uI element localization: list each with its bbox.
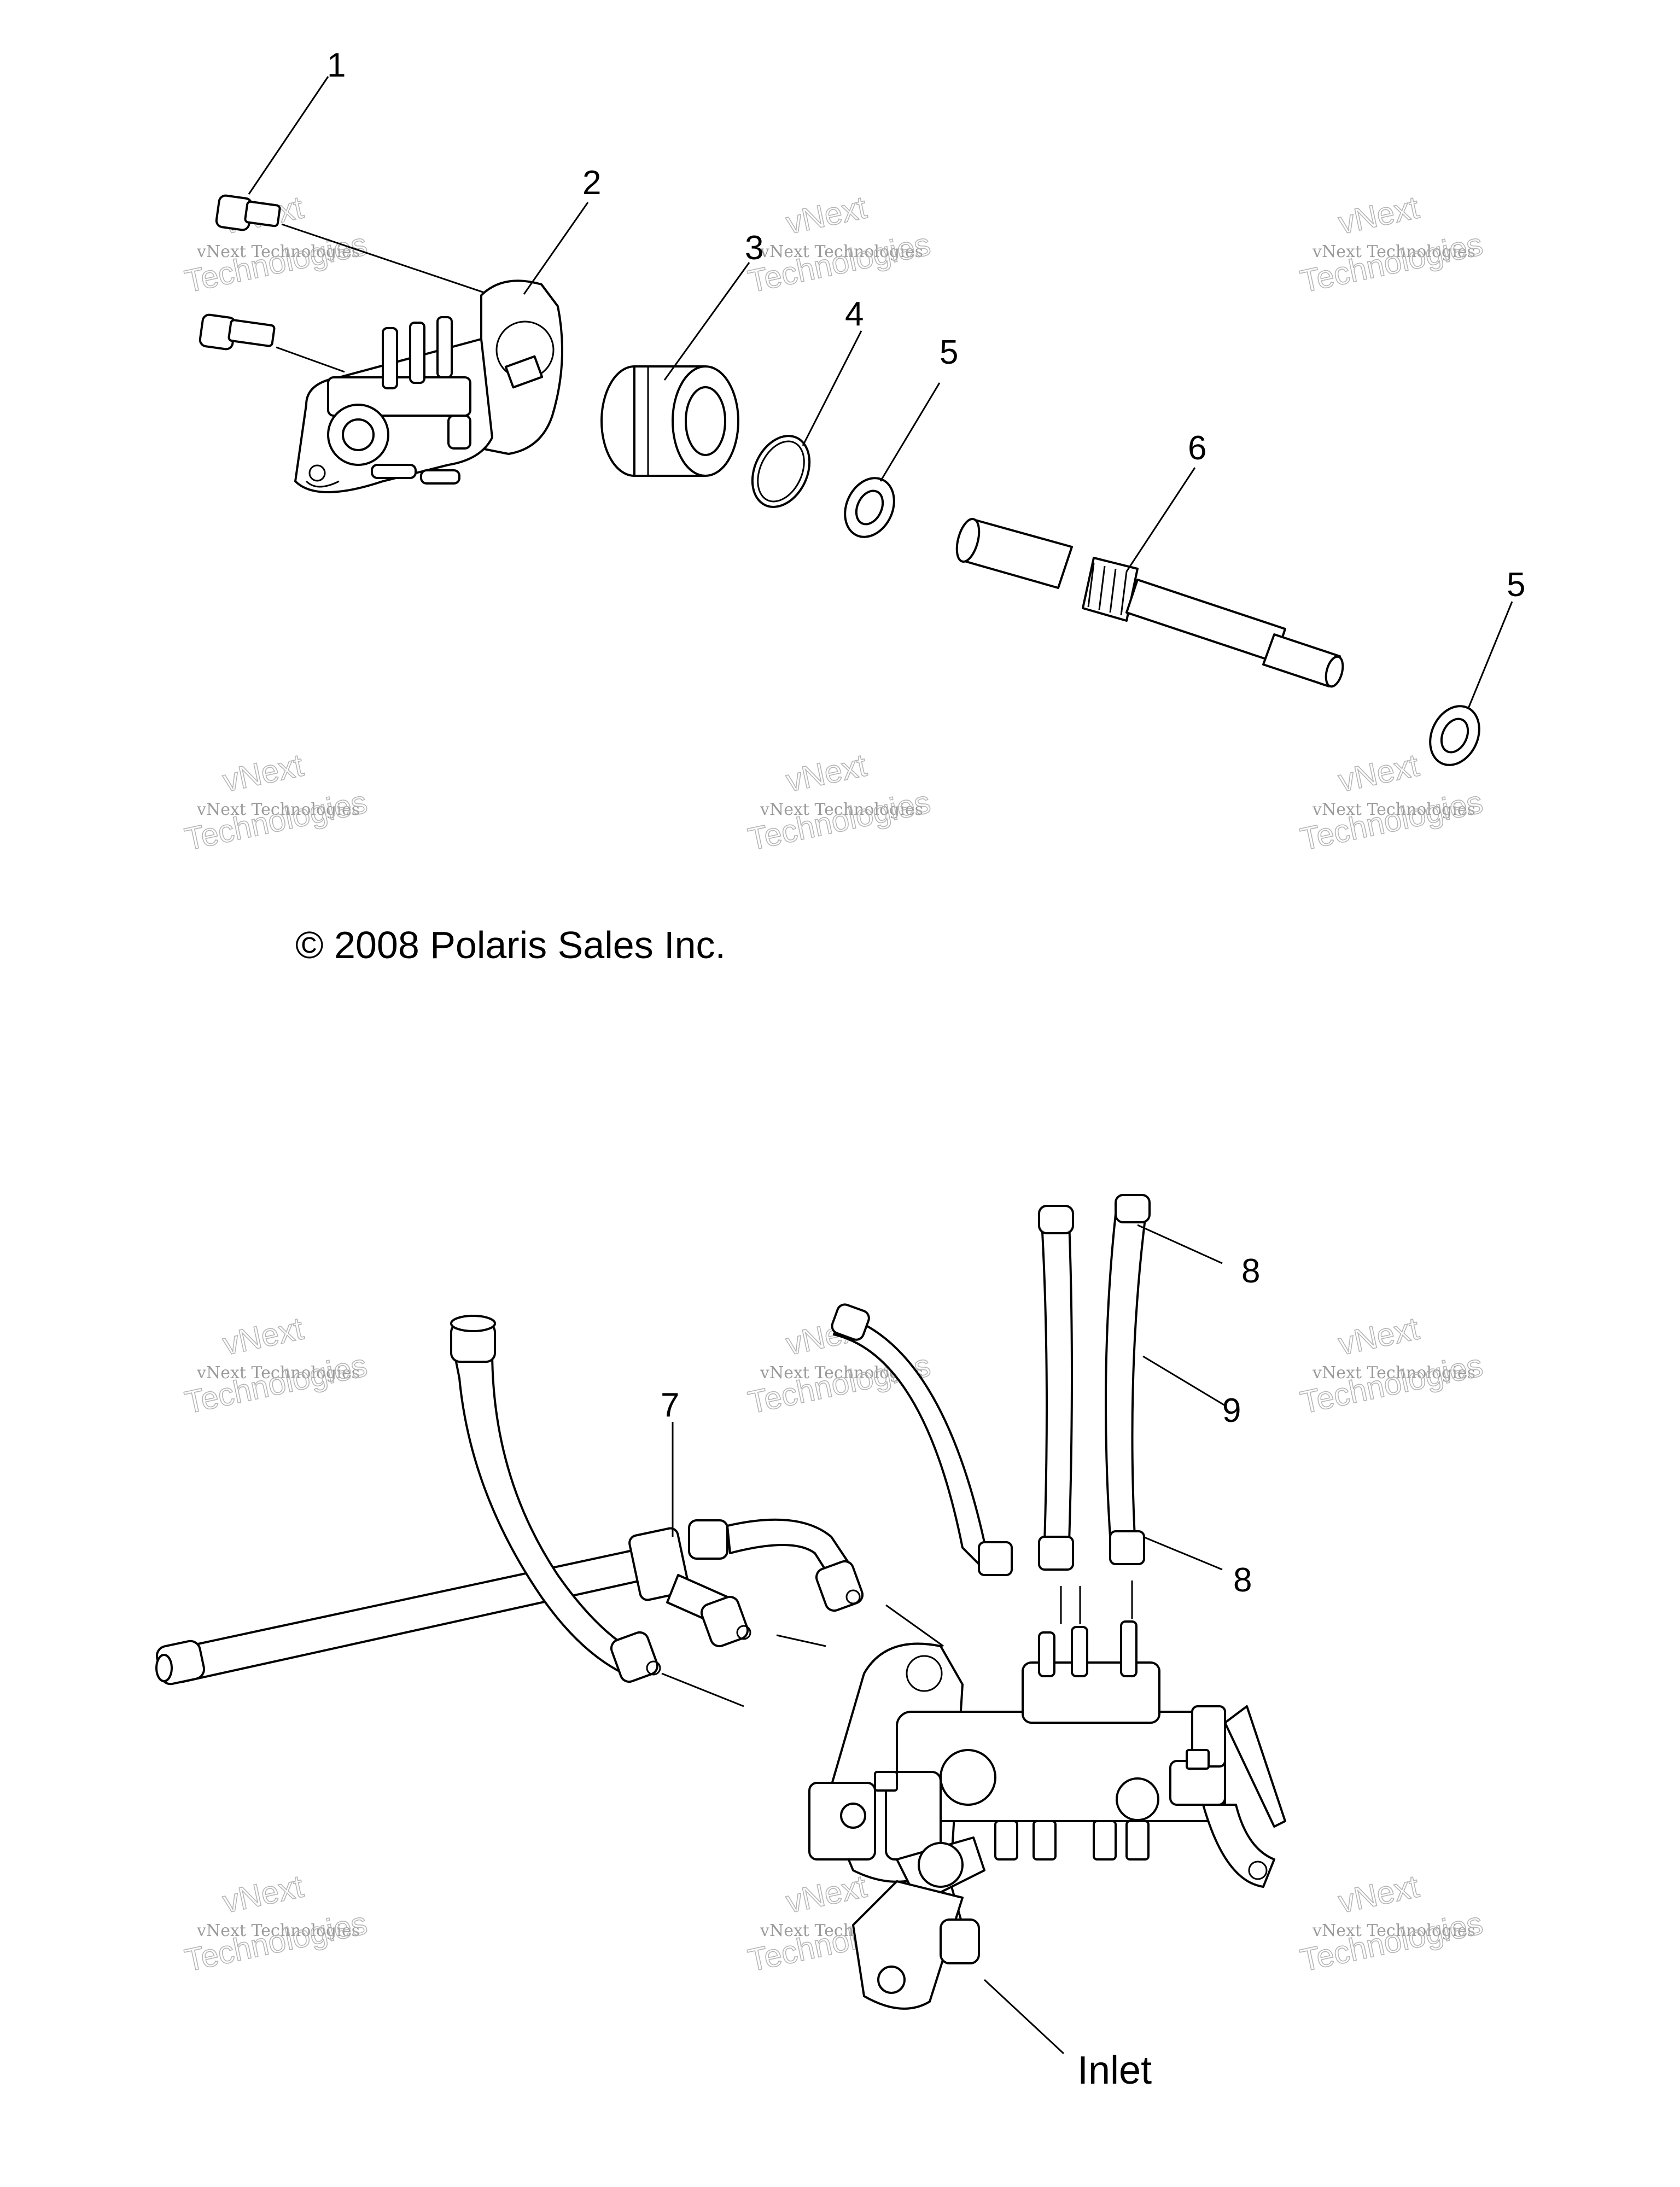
copyright-notice: © 2008 Polaris Sales Inc.	[295, 924, 726, 966]
svg-text:vNext Technologies: vNext Technologies	[760, 800, 923, 819]
watermark: vNext Technologies Technologies vNext	[745, 747, 934, 858]
callout-4: 4	[845, 295, 864, 333]
watermark: vNext Technologies Technologies vNext	[1297, 1310, 1486, 1421]
svg-text:Technologies: Technologies	[1297, 1348, 1486, 1421]
svg-text:Technologies: Technologies	[1297, 784, 1486, 858]
inlet-label: Inlet	[1077, 2049, 1152, 2092]
oil-line-right	[1105, 1194, 1151, 1565]
watermark: vNext Technologies Technologies vNext	[1297, 189, 1486, 300]
watermark: vNext Technologies Technologies vNext	[182, 747, 371, 858]
watermark: vNext Technologies Technologies vNext	[745, 189, 934, 300]
svg-text:vNext: vNext	[1335, 1310, 1422, 1362]
o-ring	[751, 435, 811, 508]
svg-text:vNext: vNext	[220, 1310, 307, 1362]
callout-5: 5	[1507, 566, 1525, 604]
svg-text:vNext: vNext	[783, 747, 870, 798]
svg-text:vNext: vNext	[783, 189, 870, 241]
callout-3: 3	[745, 229, 763, 267]
oil-pump-assembly	[294, 279, 563, 493]
washer-lower	[1429, 705, 1480, 766]
svg-text:vNext Technologies: vNext Technologies	[196, 1921, 360, 1940]
callout-8: 8	[1241, 1252, 1260, 1290]
svg-text:vNext Technologies: vNext Technologies	[196, 800, 360, 819]
oil-pump-assembly-detail	[808, 1620, 1286, 2010]
svg-text:vNext Technologies: vNext Technologies	[196, 1363, 360, 1383]
svg-text:Technologies: Technologies	[182, 1905, 370, 1979]
svg-text:Technologies: Technologies	[1297, 226, 1486, 300]
callout-8: 8	[1233, 1561, 1252, 1599]
svg-text:vNext: vNext	[1335, 1868, 1422, 1920]
svg-text:Technologies: Technologies	[182, 1348, 370, 1421]
washer-upper	[844, 477, 895, 538]
svg-text:Technologies: Technologies	[1297, 1905, 1486, 1979]
callout-5: 5	[940, 334, 958, 371]
svg-text:vNext Technologies: vNext Technologies	[1312, 1921, 1475, 1940]
drive-shaft	[955, 518, 1344, 688]
callout-2: 2	[582, 164, 601, 202]
bolt-lower	[199, 313, 345, 373]
callout-6: 6	[1188, 429, 1206, 467]
svg-text:vNext: vNext	[220, 1868, 307, 1920]
svg-text:vNext Technologies: vNext Technologies	[1312, 800, 1475, 819]
svg-text:vNext Technologies: vNext Technologies	[1312, 242, 1475, 261]
oil-line-left	[831, 1303, 1013, 1576]
svg-text:Technologies: Technologies	[182, 784, 370, 858]
bushing	[600, 365, 739, 477]
watermark: vNext Technologies Technologies vNext	[182, 1310, 371, 1421]
watermark: vNext Technologies Technologies vNext	[182, 1868, 371, 1979]
oil-line-middle	[1038, 1205, 1074, 1571]
svg-text:vNext: vNext	[1335, 747, 1422, 798]
oil-line-assembly	[155, 1315, 864, 1686]
svg-text:Technologies: Technologies	[182, 226, 370, 300]
svg-text:vNext: vNext	[783, 1868, 870, 1920]
svg-text:vNext Technologies: vNext Technologies	[1312, 1363, 1475, 1383]
callout-7: 7	[661, 1386, 679, 1424]
callout-1: 1	[327, 46, 346, 84]
watermark: vNext Technologies Technologies vNext	[1297, 1868, 1486, 1979]
svg-text:vNext: vNext	[1335, 189, 1422, 241]
svg-text:Technologies: Technologies	[745, 226, 934, 300]
svg-text:vNext Technologies: vNext Technologies	[760, 242, 923, 261]
svg-text:vNext Technologies: vNext Technologies	[196, 242, 360, 261]
callout-9: 9	[1222, 1392, 1241, 1430]
svg-text:vNext: vNext	[220, 747, 307, 798]
svg-text:Technologies: Technologies	[745, 784, 934, 858]
bolt-upper	[215, 194, 509, 302]
